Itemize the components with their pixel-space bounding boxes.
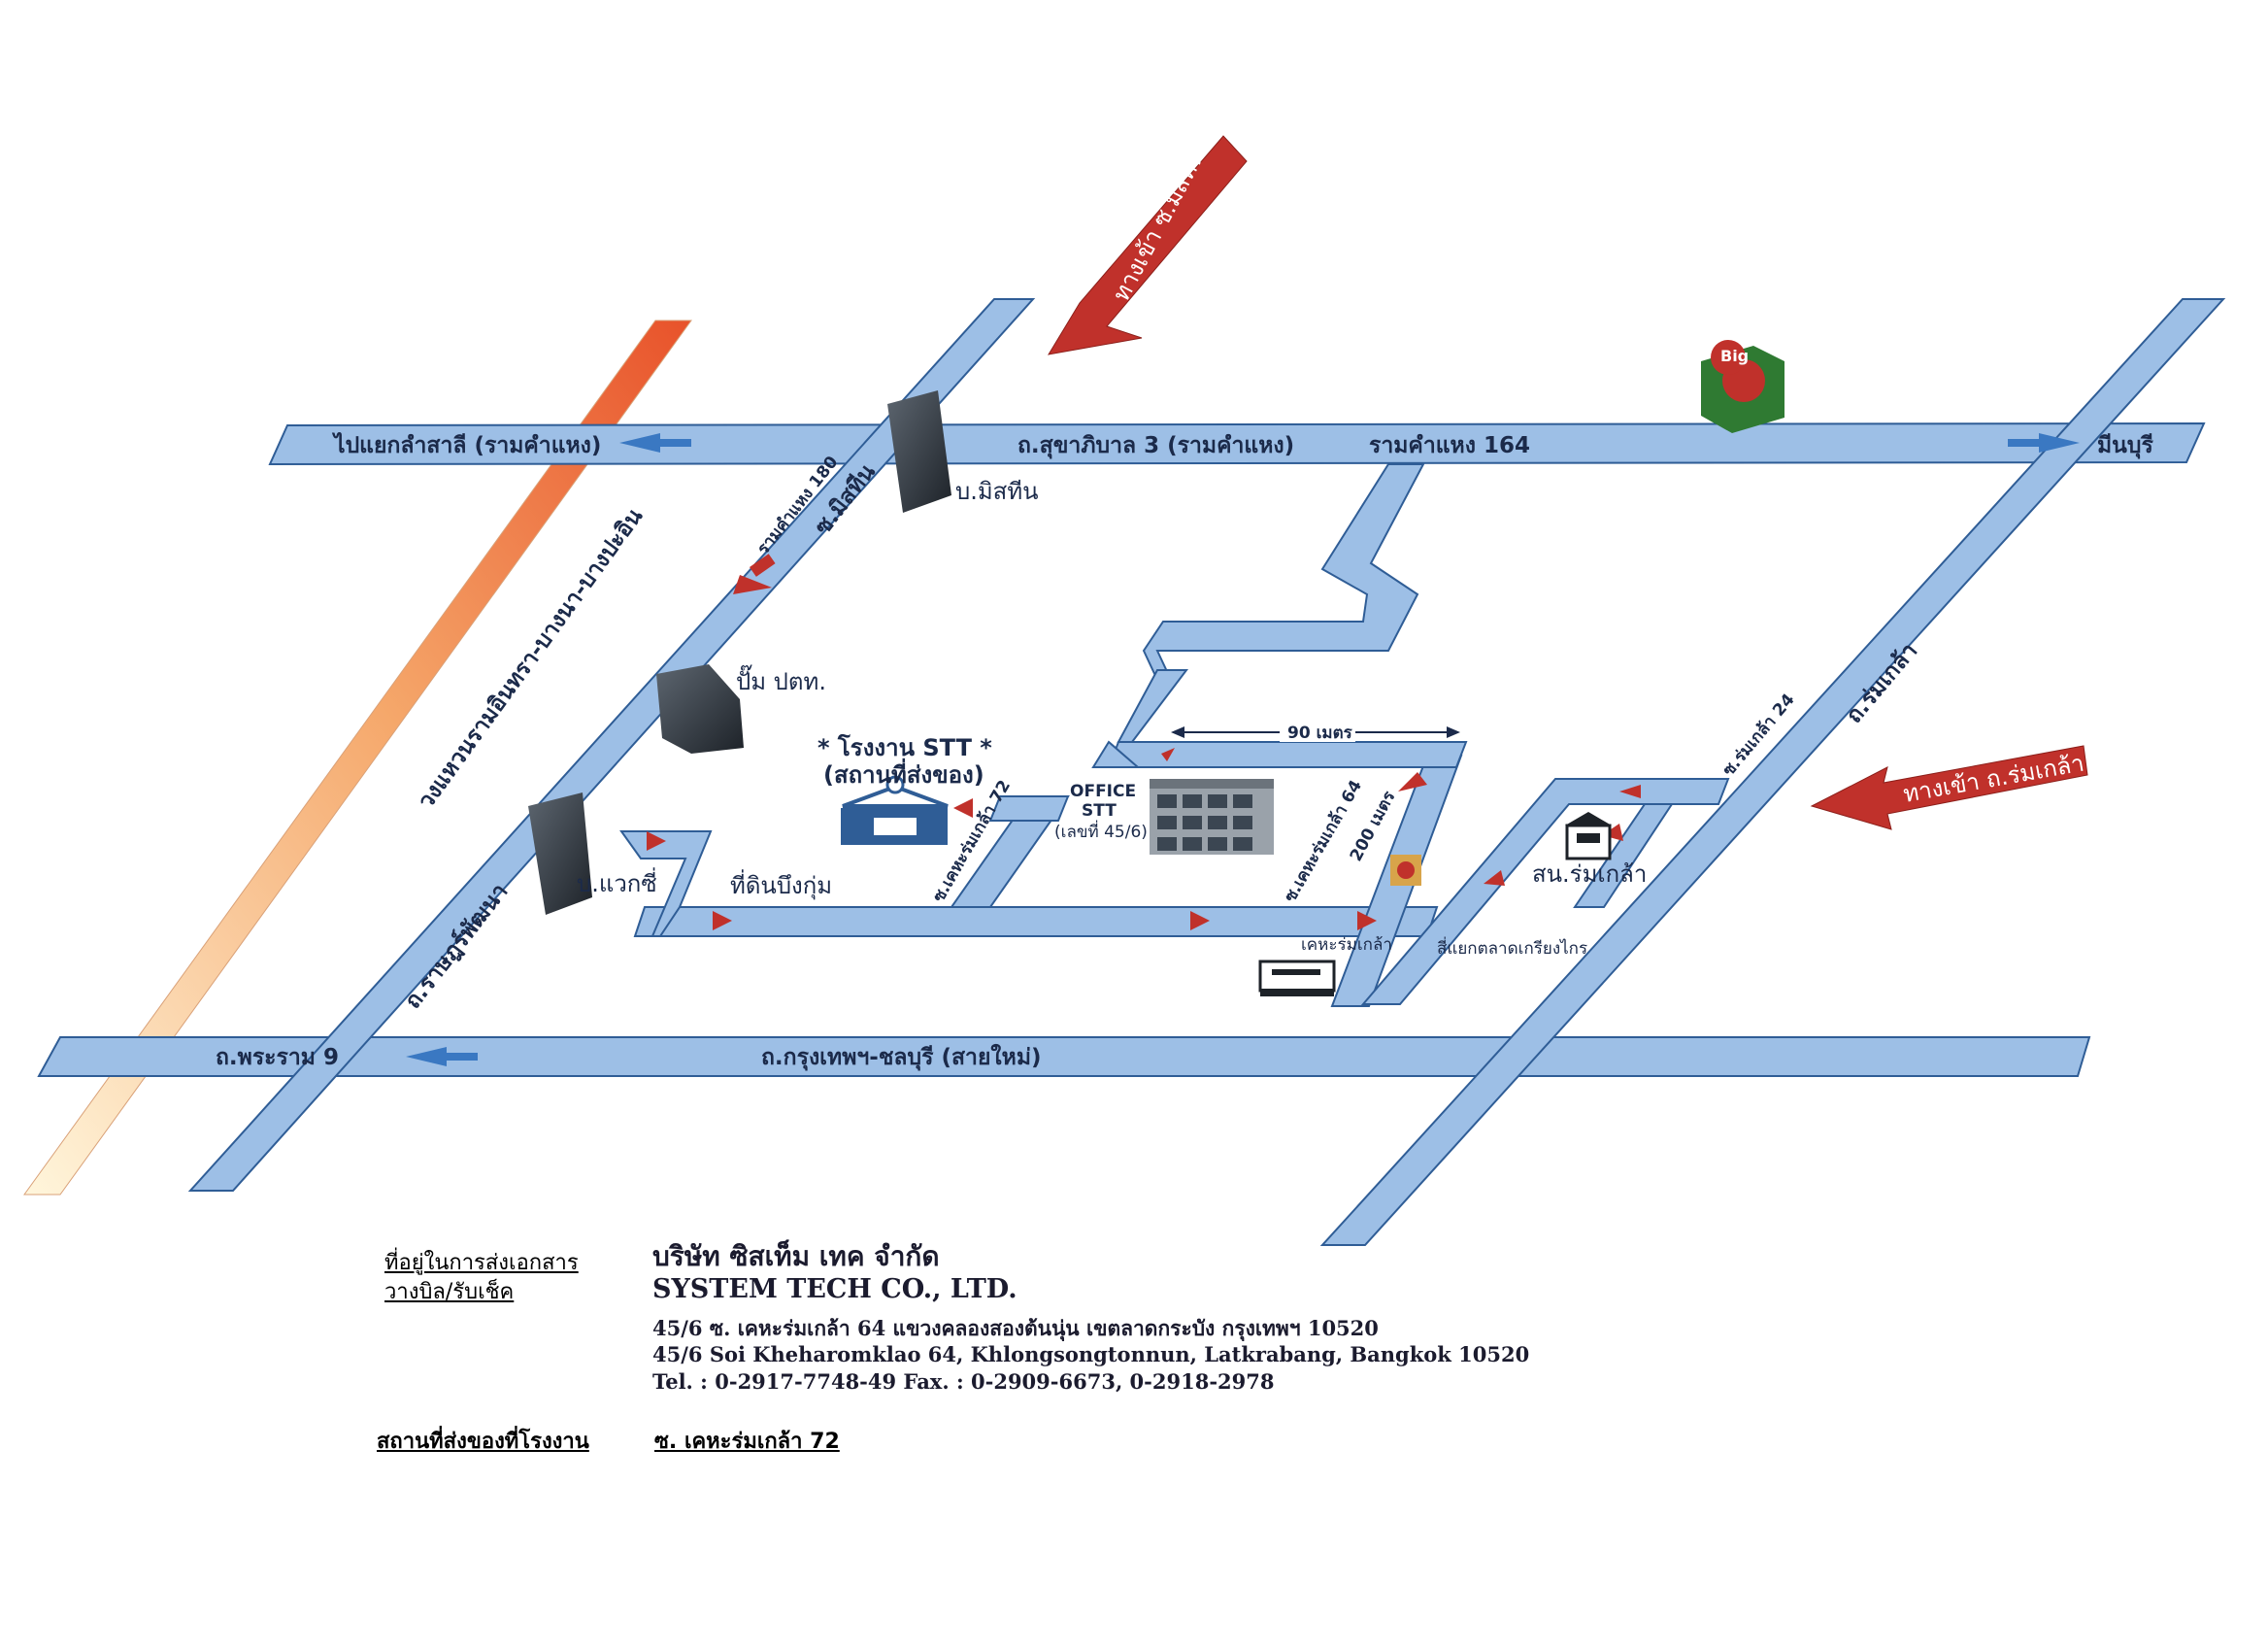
- soi-arrow: [1161, 748, 1175, 761]
- direction-arrows: [406, 433, 2080, 1066]
- label-land: ที่ดินบึงกุ่ม: [730, 869, 832, 900]
- label-ptt: ปั๊ม ปตท.: [736, 664, 826, 695]
- road-soi72-top: [988, 795, 1070, 822]
- soi-arrow: [1398, 772, 1427, 792]
- address-th: 45/6 ซ. เคหะร่มเกล้า 64 แขวงคลองสองต้นนุ…: [652, 1316, 1379, 1340]
- arrow-to-minburi: [2008, 433, 2080, 453]
- entry-arrow-romklao[interactable]: [1810, 745, 2088, 830]
- wacoal-building: [528, 792, 592, 915]
- road-zig-top: [1142, 463, 1425, 681]
- road-police-vert: [1573, 803, 1674, 908]
- keha-housing-icon: [1258, 960, 1336, 996]
- contact-info: Tel. : 0-2917-7748-49 Fax. : 0-2909-6673…: [652, 1369, 1275, 1394]
- label-police: สน.ร่มเกล้า: [1532, 860, 1647, 888]
- company-name-th: บริษัท ซิสเท็ม เทค จำกัด: [652, 1240, 940, 1272]
- road-ratburana: [187, 298, 1036, 1192]
- big-c-label: Big: [1720, 347, 1749, 365]
- soi-arrow: [733, 575, 772, 594]
- ring-road: [23, 320, 692, 1196]
- label-office-no: (เลขที่ 45/6): [1054, 820, 1148, 842]
- soi-arrow: [1357, 911, 1377, 930]
- label-keha: เคหะร่มเกล้า: [1301, 935, 1392, 955]
- label-rama9: ถ.พระราม 9: [216, 1045, 339, 1070]
- buildings: Big: [528, 340, 1784, 996]
- soi-arrow: [1484, 870, 1505, 886]
- label-delivery: สถานที่ส่งของที่โรงงาน: [377, 1430, 589, 1454]
- police-station-icon: [1565, 812, 1612, 860]
- distance-90m: 90 เมตร: [1171, 721, 1460, 743]
- road-zig-down: [1091, 740, 1141, 768]
- label-intersection: สี่แยกตลาดเกรียงไกร: [1437, 936, 1587, 959]
- label-to-lamsali: ไปแยกลำสาลี (รามคำแหง): [331, 431, 601, 458]
- label-wacoal: บ.แวกซี่: [577, 867, 657, 897]
- big-c-icon: Big: [1701, 340, 1784, 433]
- road-romklao24: [1360, 778, 1730, 1005]
- soi-arrow: [713, 911, 732, 930]
- entry-arrow-mistine[interactable]: [1048, 135, 1248, 355]
- label-office-name: STT: [1082, 801, 1117, 821]
- entry-arrows: [1048, 135, 2088, 830]
- label-ramkhamhaeng164: รามคำแหง 164: [1369, 433, 1530, 458]
- ptt-building: [656, 664, 744, 754]
- label-minburi: มีนบุรี: [2097, 433, 2153, 459]
- label-sukhaphiban3: ถ.สุขาภิบาล 3 (รามคำแหง): [1017, 433, 1294, 459]
- label-entry-romklao: ทางเข้า ถ.ร่มเกล้า: [1901, 750, 2086, 808]
- arrow-to-lamsali: [619, 433, 691, 453]
- road-bangkok-chonburi: [37, 1036, 2091, 1077]
- label-billing-line1: ที่อยู่ในการส่งเอกสาร: [384, 1251, 579, 1275]
- label-factory-sub: (สถานที่ส่งของ): [823, 758, 984, 789]
- company-name-en: SYSTEM TECH CO., LTD.: [652, 1274, 1017, 1304]
- shop-logo-icon: [1390, 855, 1421, 886]
- soi-arrow: [953, 798, 973, 818]
- delivery-value: ซ. เคหะร่มเกล้า 72: [654, 1430, 840, 1454]
- road-romklao: [1319, 298, 2226, 1246]
- label-office-title: OFFICE: [1070, 782, 1136, 801]
- road-inner-bottom: [633, 906, 1439, 937]
- label-mistine: บ.มิสทีน: [955, 478, 1039, 505]
- label-bangkok-chonburi: ถ.กรุงเทพฯ-ชลบุรี (สายใหม่): [761, 1043, 1042, 1071]
- address-en: 45/6 Soi Kheharomklao 64, Khlongsongtonn…: [652, 1342, 1530, 1366]
- road-sukhaphiban3: [268, 421, 2206, 466]
- office-building: [1150, 779, 1274, 855]
- label-entry-mistine: ทางเข้า ซ.มิสทีน: [1108, 145, 1211, 306]
- label-factory-title: * โรงงาน STT *: [817, 733, 992, 761]
- arrow-to-rama9: [406, 1047, 478, 1066]
- label-billing-line2: วางบิล/รับเช็ค: [384, 1280, 515, 1304]
- road-inner-left: [619, 830, 713, 937]
- mistine-building: [887, 390, 951, 513]
- factory-house-icon: [841, 775, 949, 845]
- soi-arrow: [1619, 785, 1641, 798]
- label-dist90: 90 เมตร: [1287, 724, 1353, 743]
- roads: [37, 298, 2226, 1246]
- soi-arrow: [647, 831, 666, 851]
- soi-arrow: [1190, 911, 1210, 930]
